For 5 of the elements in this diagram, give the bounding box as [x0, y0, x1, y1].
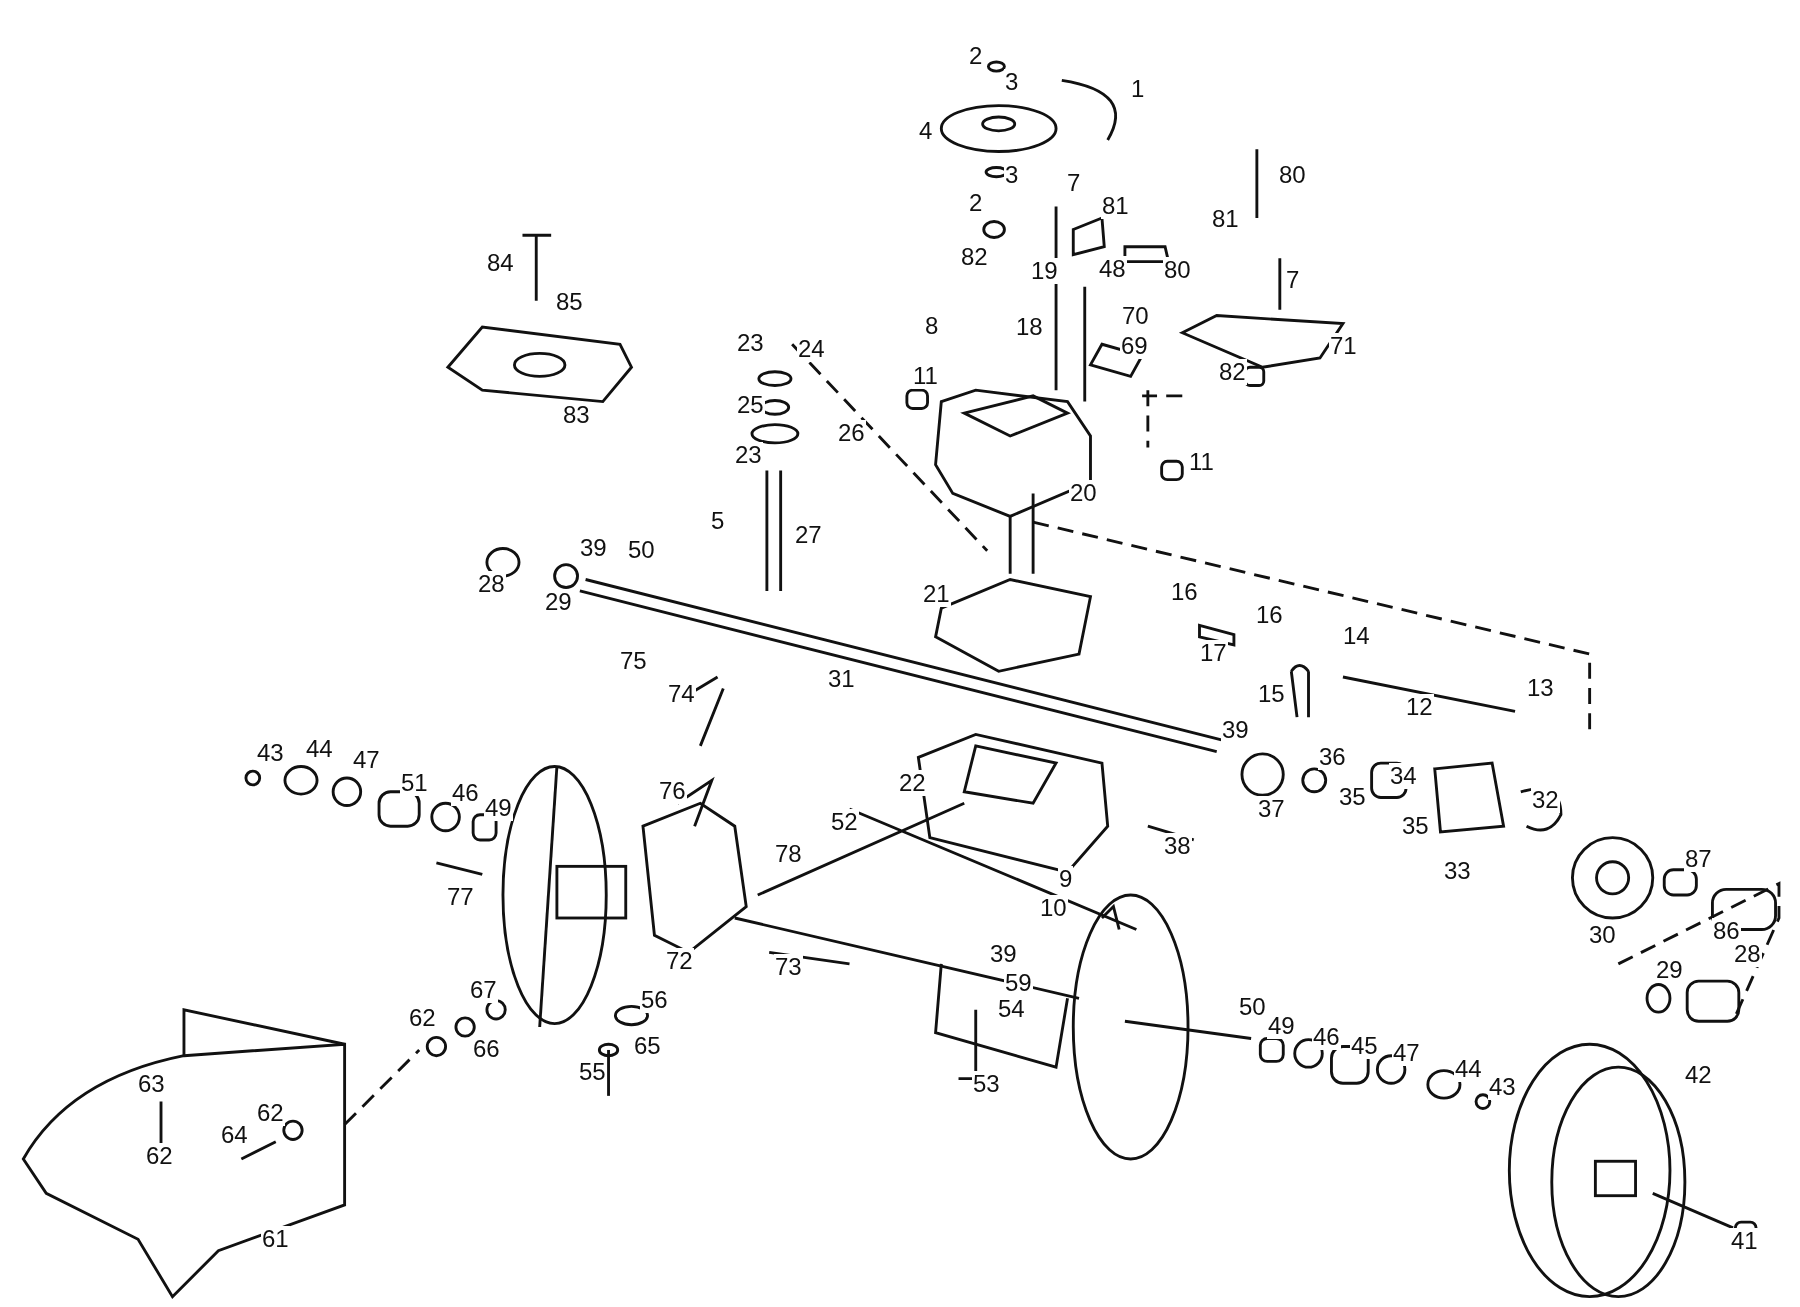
callout-number: 82 [1218, 359, 1247, 385]
callout-number: 34 [1389, 763, 1418, 789]
callout-number: 32 [1531, 787, 1560, 813]
callout-number: 22 [898, 770, 927, 796]
callout-number: 19 [1030, 258, 1059, 284]
